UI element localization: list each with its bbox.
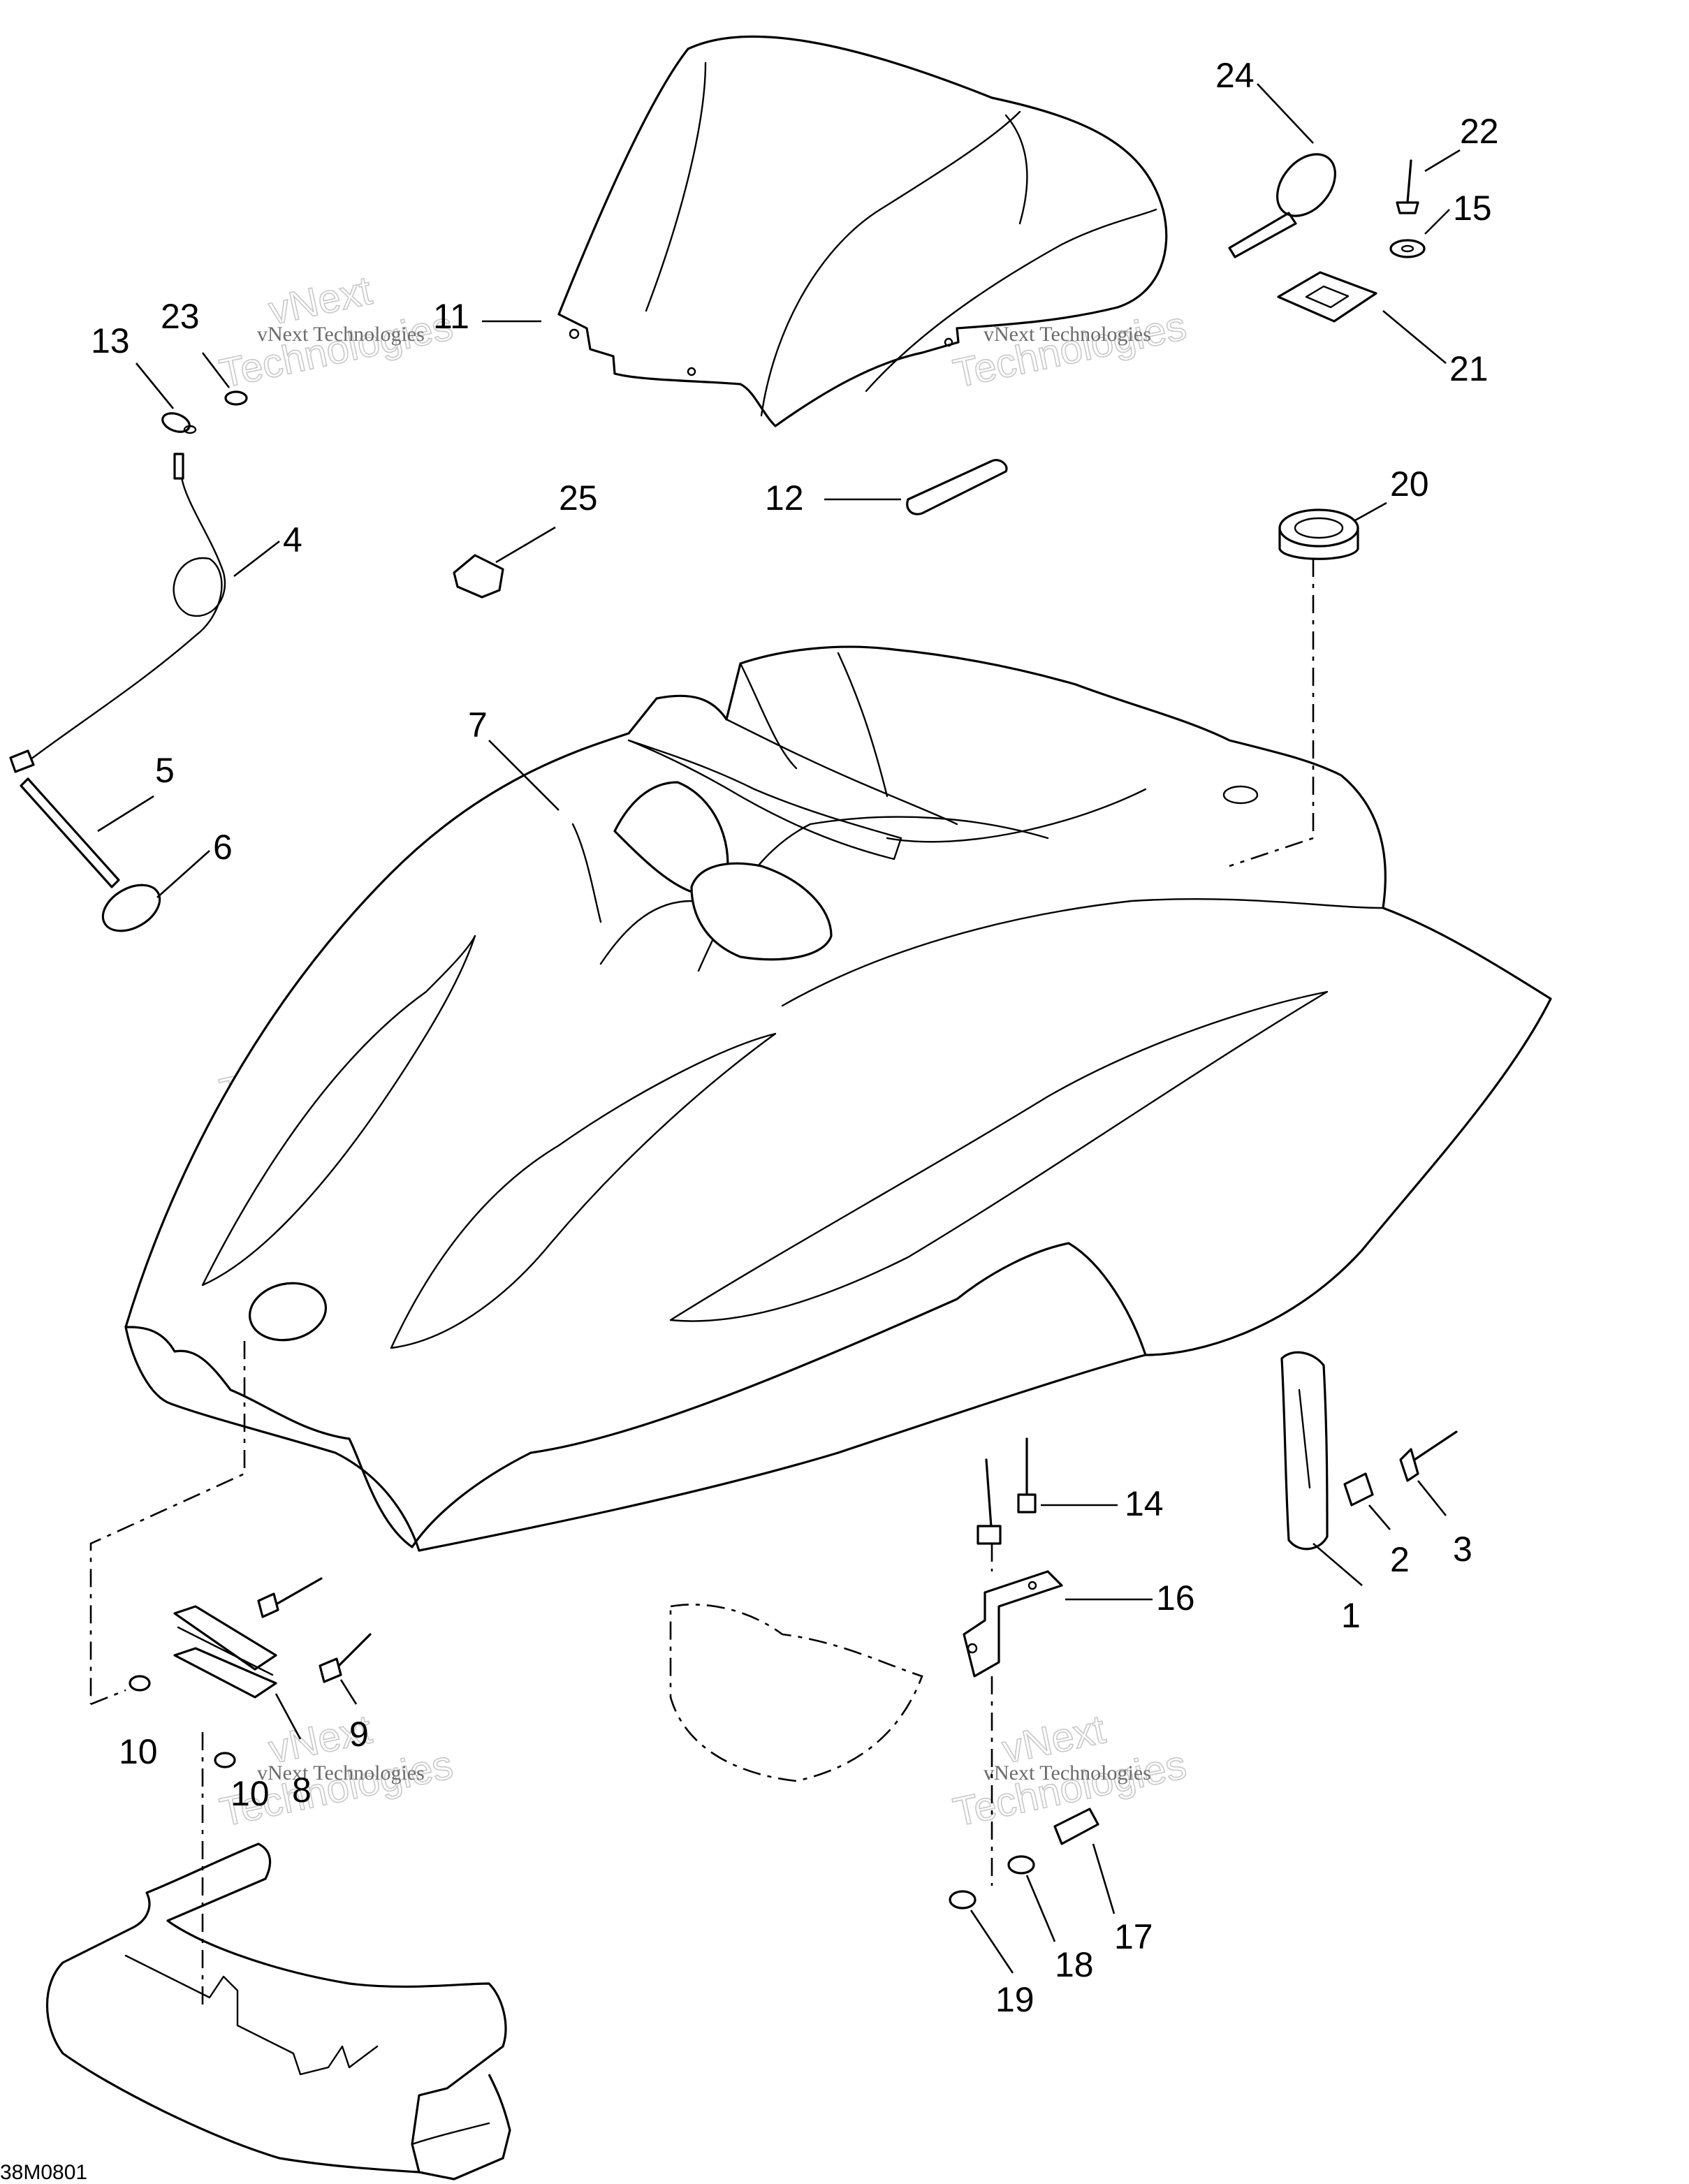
spacer-part-2	[1343, 1472, 1374, 1507]
callout-10-left: 10	[119, 1732, 158, 1771]
watermark-bottom-left: vNext Technologies vNext Technologies	[215, 1706, 457, 1836]
svg-text:vNext Technologies: vNext Technologies	[257, 1761, 425, 1784]
cable-part-4	[9, 453, 226, 773]
watermark-bottom-right: vNext Technologies vNext Technologies	[949, 1706, 1190, 1836]
bolt-part-17	[1053, 1808, 1099, 1845]
callout-10-right: 10	[231, 1774, 270, 1813]
nut-part-19	[949, 1890, 977, 1910]
bumper-part	[46, 1842, 511, 2181]
callout-9: 9	[349, 1715, 369, 1754]
callout-labels: 24 22 15 21 23 13 11 12 25 20 4 5 6 7 14…	[91, 56, 1499, 2019]
callout-22: 22	[1460, 112, 1499, 151]
rivet-part-9-upper	[257, 1577, 323, 1618]
callout-18: 18	[1055, 1945, 1094, 1984]
washer-part-18	[1007, 1855, 1035, 1875]
callout-2: 2	[1390, 1540, 1410, 1579]
rivet-part-3	[1399, 1430, 1458, 1482]
callout-1: 1	[1341, 1596, 1361, 1635]
watermark-top-left: vNext Technologies vNext Technologies	[215, 267, 457, 397]
nut-part-10-left	[129, 1675, 151, 1692]
nut-part-10-right	[214, 1752, 236, 1768]
callout-15: 15	[1453, 189, 1492, 228]
clip-part-25	[453, 554, 504, 599]
callout-8: 8	[292, 1771, 312, 1810]
rod-part-5	[20, 777, 120, 888]
grommet-part-20	[1278, 508, 1359, 560]
callout-14: 14	[1125, 1484, 1164, 1523]
callout-7: 7	[468, 705, 488, 745]
callout-24: 24	[1215, 56, 1255, 95]
loop-part-6	[101, 884, 161, 932]
leader-lines	[97, 83, 1461, 1974]
windshield-part	[557, 35, 1168, 427]
washer-part-23	[224, 390, 248, 406]
bracket-part-16	[963, 1570, 1063, 1678]
callout-16: 16	[1156, 1578, 1195, 1618]
mount-base-part-21	[1277, 271, 1377, 323]
callout-12: 12	[765, 478, 804, 518]
strap-part-12	[906, 459, 1008, 515]
callout-25: 25	[559, 478, 598, 518]
svg-text:vNext Technologies: vNext Technologies	[257, 323, 425, 346]
callout-5: 5	[155, 751, 175, 790]
diagram-code: 38M0801	[0, 2161, 87, 2184]
washer-part-15	[1389, 239, 1426, 258]
callout-17: 17	[1114, 1917, 1153, 1956]
callout-3: 3	[1453, 1530, 1472, 1569]
rivet-part-9-lower	[319, 1633, 372, 1683]
callout-21: 21	[1449, 349, 1489, 388]
cable-tie-part	[1228, 153, 1336, 258]
hood-part	[124, 645, 1552, 1552]
callout-11: 11	[433, 297, 469, 336]
callout-23: 23	[161, 297, 200, 336]
callout-6: 6	[213, 828, 233, 867]
callout-4: 4	[283, 520, 302, 559]
svg-text:vNext Technologies: vNext Technologies	[984, 1761, 1151, 1784]
callout-20: 20	[1390, 464, 1429, 504]
push-rivet-part-22	[1396, 159, 1419, 214]
handle-part-1	[1280, 1351, 1329, 1551]
svg-text:vNext Technologies: vNext Technologies	[984, 323, 1151, 346]
shield-outline-part	[669, 1604, 923, 1782]
assembly-guides	[89, 559, 1315, 2011]
rivet-pair-part-14	[977, 1437, 1037, 1545]
eye-bolt-part-13	[161, 412, 197, 434]
hinge-part-8	[173, 1605, 277, 1699]
callout-19: 19	[995, 1980, 1034, 2019]
callout-13: 13	[91, 321, 130, 360]
